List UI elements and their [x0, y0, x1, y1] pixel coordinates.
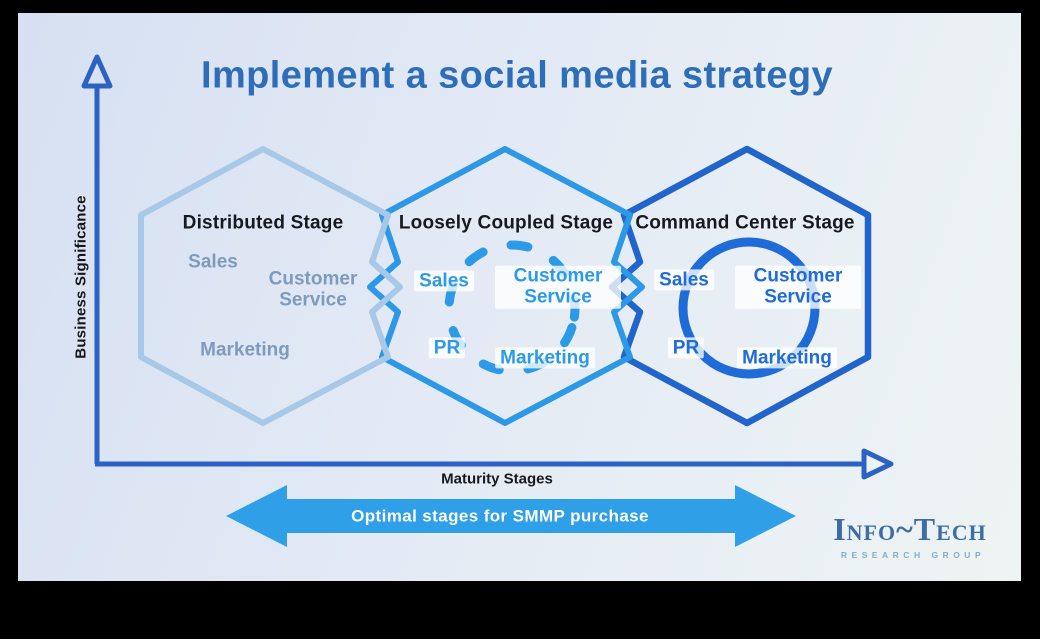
- hexagon-distributed-stage: [138, 146, 403, 426]
- dept-label-sales: Sales: [414, 270, 474, 292]
- dept-label-customer-service: Customer Service: [495, 265, 621, 309]
- stage-title-command-center: Command Center Stage: [635, 212, 855, 234]
- infotech-logo-subtitle: RESEARCH GROUP: [840, 550, 986, 561]
- stage-title-loosely-coupled: Loosely Coupled Stage: [398, 212, 614, 234]
- double-arrow-icon: [226, 485, 796, 547]
- infotech-logo: Info~Tech: [833, 511, 987, 548]
- dept-label-pr: PR: [667, 337, 705, 359]
- y-axis-label: Business Significance: [72, 195, 90, 359]
- dept-label-customer-service: Customer Service: [268, 268, 358, 311]
- x-axis-label: Maturity Stages: [441, 470, 553, 488]
- stage-title-distributed: Distributed Stage: [182, 212, 344, 234]
- x-axis-arrowhead-icon: [861, 448, 894, 480]
- dept-label-marketing: Marketing: [737, 347, 837, 369]
- y-axis-arrowhead-icon: [81, 54, 113, 89]
- hexagon-loosely-coupled-stage: [367, 146, 645, 426]
- purchase-arrow-label: Optimal stages for SMMP purchase: [351, 506, 649, 526]
- dept-label-sales: Sales: [188, 251, 238, 273]
- dept-label-marketing: Marketing: [495, 347, 595, 369]
- dept-label-customer-service: Customer Service: [735, 265, 861, 309]
- dept-label-pr: PR: [428, 337, 466, 359]
- page-title: Implement a social media strategy: [201, 54, 833, 97]
- dept-label-marketing: Marketing: [200, 339, 290, 361]
- hexagon-command-center-stage: [608, 145, 872, 427]
- dept-label-sales: Sales: [654, 269, 714, 291]
